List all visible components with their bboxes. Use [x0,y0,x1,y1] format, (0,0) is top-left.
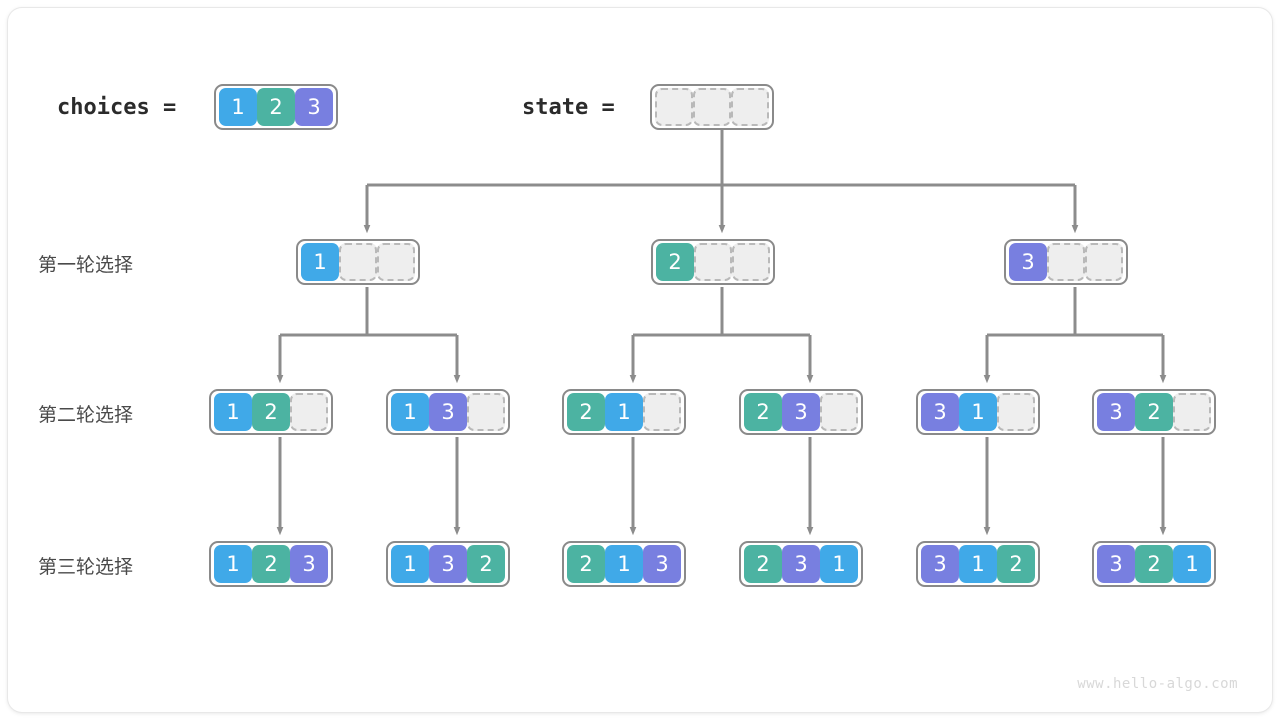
round2-node6-cell-1: 3 [1097,393,1135,431]
round3-node6-cell-2: 2 [1135,545,1173,583]
round3-node2-cell-1: 1 [391,545,429,583]
round3-node1-cell-1: 1 [214,545,252,583]
choices-cell-1: 1 [219,88,257,126]
round1-node1-cell-2 [339,243,377,281]
round2-node6-cell-2: 2 [1135,393,1173,431]
round3-node6-cell-1: 3 [1097,545,1135,583]
round3-node1-cell-2: 2 [252,545,290,583]
round2-node5-cell-1: 3 [921,393,959,431]
round2-node6-cell-3 [1173,393,1211,431]
node-round1-3: 3 [1004,239,1128,285]
round1-node3-cell-2 [1047,243,1085,281]
round2-node1-cell-2: 2 [252,393,290,431]
round2-node4-cell-2: 3 [782,393,820,431]
row-label-round-3: 第三轮选择 [38,556,134,578]
round2-node3-cell-3 [643,393,681,431]
round3-node5-cell-2: 1 [959,545,997,583]
round2-node2-cell-3 [467,393,505,431]
watermark: www.hello-algo.com [1077,676,1238,692]
round2-node4-cell-1: 2 [744,393,782,431]
round1-node2-cell-2 [694,243,732,281]
round2-node1-cell-3 [290,393,328,431]
round2-node1-cell-1: 1 [214,393,252,431]
round2-node2-cell-1: 1 [391,393,429,431]
row-label-round-2: 第二轮选择 [38,404,134,426]
row-label-round-1: 第一轮选择 [38,254,134,276]
state-label: state = [522,95,615,120]
round2-node5-cell-2: 1 [959,393,997,431]
choices-cell-2: 2 [257,88,295,126]
round2-node5-cell-3 [997,393,1035,431]
node-round1-1: 1 [296,239,420,285]
round3-node5-cell-1: 3 [921,545,959,583]
state-cell-3 [731,88,769,126]
round3-node2-cell-3: 2 [467,545,505,583]
round3-node4-cell-3: 1 [820,545,858,583]
round3-node3-cell-1: 2 [567,545,605,583]
round3-node4-cell-1: 2 [744,545,782,583]
round1-node3-cell-3 [1085,243,1123,281]
round3-node3-cell-3: 3 [643,545,681,583]
choices-cell-3: 3 [295,88,333,126]
round3-node2-cell-2: 3 [429,545,467,583]
round2-node2-cell-2: 3 [429,393,467,431]
round1-node2-cell-1: 2 [656,243,694,281]
node-round1-2: 2 [651,239,775,285]
round2-node4-cell-3 [820,393,858,431]
round1-node2-cell-3 [732,243,770,281]
round3-node6-cell-3: 1 [1173,545,1211,583]
round1-node1-cell-3 [377,243,415,281]
round3-node3-cell-2: 1 [605,545,643,583]
round1-node3-cell-1: 3 [1009,243,1047,281]
round1-node1-cell-1: 1 [301,243,339,281]
round3-node1-cell-3: 3 [290,545,328,583]
round2-node3-cell-2: 1 [605,393,643,431]
round3-node5-cell-3: 2 [997,545,1035,583]
state-cell-1 [655,88,693,126]
state-cell-2 [693,88,731,126]
state-array [650,84,774,130]
choices-label: choices = [57,95,177,120]
round2-node3-cell-1: 2 [567,393,605,431]
round3-node4-cell-2: 3 [782,545,820,583]
card-frame [8,8,1272,712]
